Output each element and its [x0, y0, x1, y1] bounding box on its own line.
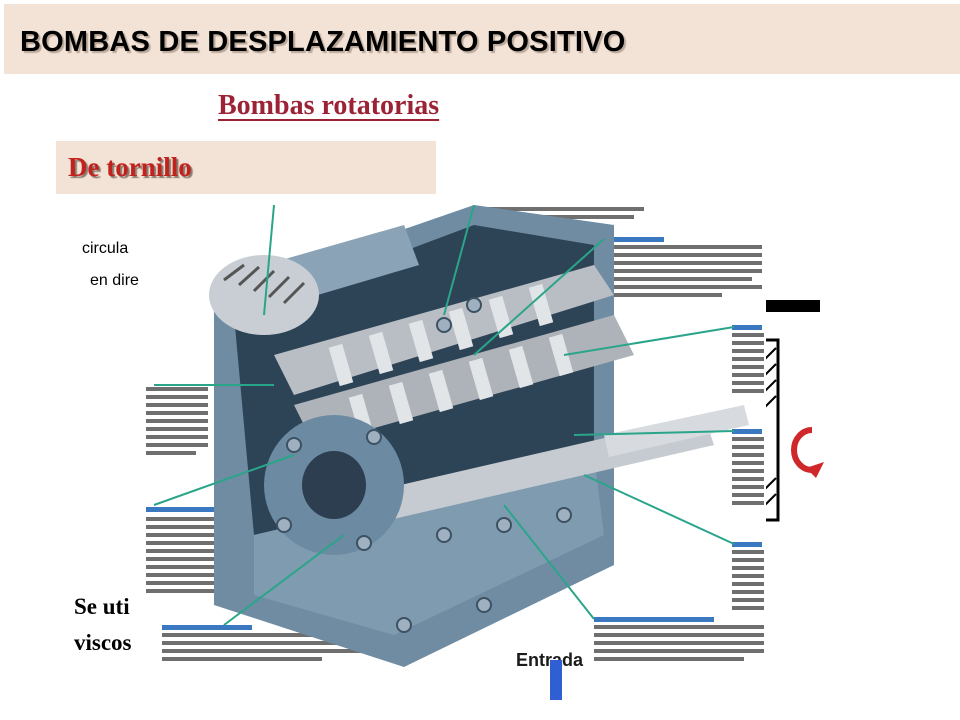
bottom-text-line1: Se uti: [74, 594, 130, 619]
inlet-label: Entrada: [516, 650, 583, 671]
title-bar: BOMBAS DE DESPLAZAMIENTO POSITIVO: [4, 4, 960, 74]
left-text-line1: circula: [82, 240, 129, 257]
section-header: De tornillo: [56, 141, 436, 194]
rotation-arrow-icon: [791, 427, 813, 473]
bottom-text-line2: viscos: [74, 630, 132, 655]
pump-cutaway-image: [144, 205, 766, 667]
slide-title: BOMBAS DE DESPLAZAMIENTO POSITIVO: [20, 26, 626, 58]
inlet-arrow-bar: [550, 660, 562, 700]
screw-schematic-fragment: [760, 300, 824, 522]
slide-subtitle: Bombas rotatorias: [218, 90, 440, 121]
left-text-line2: en dire: [90, 272, 139, 289]
section-title: De tornillo: [68, 152, 192, 182]
